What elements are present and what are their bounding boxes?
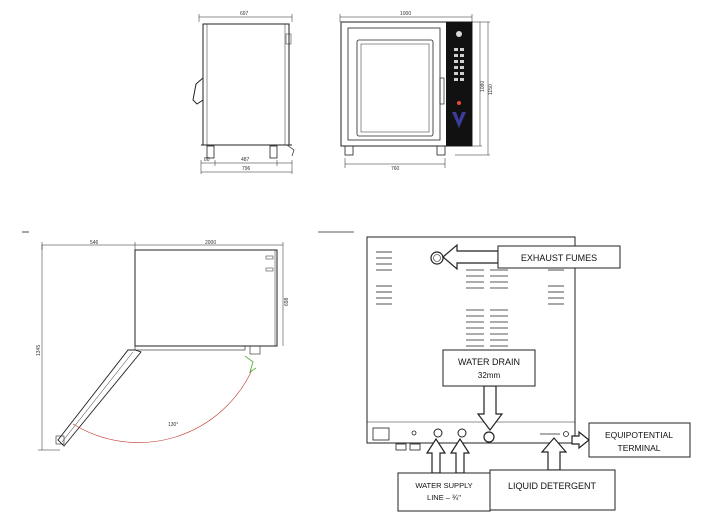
exhaust-arrow xyxy=(442,243,499,271)
front-dim-bottom: 760 xyxy=(391,166,400,172)
brand-logo-icon xyxy=(452,112,466,128)
front-dim-top: 1000 xyxy=(400,11,411,17)
water-supply-label-line1: WATER SUPPLY xyxy=(415,481,472,490)
side-view xyxy=(192,14,295,174)
exhaust-label: EXHAUST FUMES xyxy=(521,253,597,263)
equipotential-callout-box xyxy=(588,422,691,458)
equipotential-label-line2: TERMINAL xyxy=(618,443,661,453)
sensor-icon xyxy=(244,355,257,374)
equipotential-label-line1: EQUIPOTENTIAL xyxy=(605,430,673,440)
water-drain-port-icon xyxy=(483,431,495,443)
water-drain-arrow xyxy=(476,385,504,431)
door-swing-arc xyxy=(72,369,253,443)
water-supply-arrow-1 xyxy=(425,437,447,474)
side-dim-top: 697 xyxy=(240,11,249,17)
side-dim-bottom-left: 80 xyxy=(204,157,210,163)
side-dim-bottom-mid: 487 xyxy=(241,157,250,163)
water-supply-label-line2: LINE – ¾" xyxy=(427,493,461,502)
plan-dim-left: 1345 xyxy=(36,345,42,356)
rear-view xyxy=(366,236,576,451)
water-drain-label-line2: 32mm xyxy=(478,371,501,380)
exhaust-callout-box xyxy=(497,245,621,269)
plan-dim-top-left: 546 xyxy=(90,240,99,246)
control-panel xyxy=(446,22,472,146)
exhaust-port-icon xyxy=(430,251,444,265)
water-supply-arrow-2 xyxy=(449,437,471,474)
detergent-arrow xyxy=(540,437,568,471)
plan-view xyxy=(38,242,284,451)
water-inlet-1-icon xyxy=(433,428,443,438)
water-drain-callout-box xyxy=(442,349,536,387)
plan-dim-right: 698 xyxy=(284,297,290,306)
side-dim-bottom-total: 796 xyxy=(242,166,251,172)
front-dim-right-inner: 1080 xyxy=(480,81,486,92)
equipotential-arrow xyxy=(571,430,590,450)
water-drain-label-line1: WATER DRAIN xyxy=(458,357,520,367)
water-inlet-2-icon xyxy=(457,428,467,438)
detergent-label: LIQUID DETERGENT xyxy=(508,481,597,491)
water-supply-callout-box xyxy=(397,472,491,512)
front-dim-right-outer: 1150 xyxy=(488,84,494,95)
detergent-callout-box xyxy=(489,469,616,511)
plan-dim-top-right: 2000 xyxy=(205,240,216,246)
plan-dim-arc: 130° xyxy=(168,422,178,428)
